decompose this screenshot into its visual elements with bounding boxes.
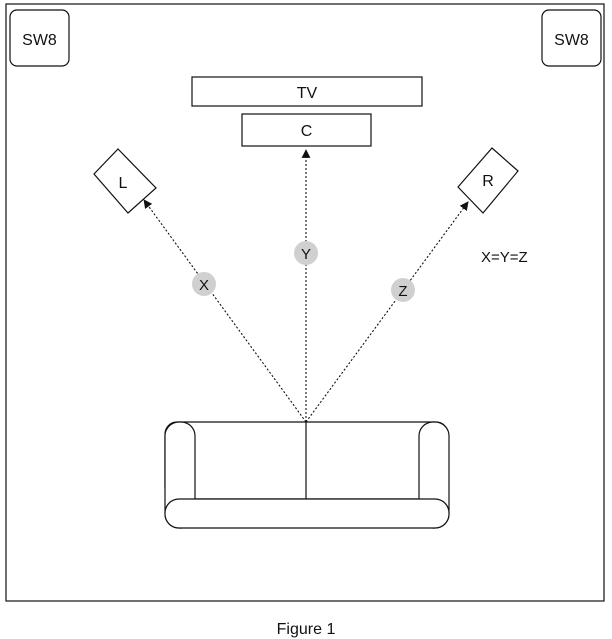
left-speaker-label: L (119, 175, 128, 192)
figure-caption: Figure 1 (277, 621, 336, 638)
distance-y-label: Y (301, 246, 311, 263)
right-speaker: R (458, 148, 518, 213)
distance-z-label: Z (398, 283, 407, 300)
sofa (165, 422, 449, 528)
distance-line-z (306, 202, 468, 422)
tv-label: TV (297, 85, 318, 102)
distance-badge-y: Y (294, 241, 318, 265)
tv-box: TV (192, 77, 422, 106)
center-speaker: C (242, 114, 371, 146)
center-speaker-label: C (301, 123, 313, 140)
right-speaker-label: R (482, 173, 494, 190)
subwoofer-right-label: SW8 (554, 32, 589, 49)
subwoofer-right: SW8 (542, 10, 601, 66)
distance-badge-x: X (192, 272, 216, 296)
distance-badge-z: Z (391, 278, 415, 302)
left-speaker: L (94, 149, 156, 213)
subwoofer-left-label: SW8 (22, 32, 57, 49)
distance-x-label: X (199, 277, 209, 294)
distance-line-x (144, 200, 306, 422)
distance-equation: X=Y=Z (481, 249, 528, 266)
subwoofer-left: SW8 (10, 10, 69, 66)
